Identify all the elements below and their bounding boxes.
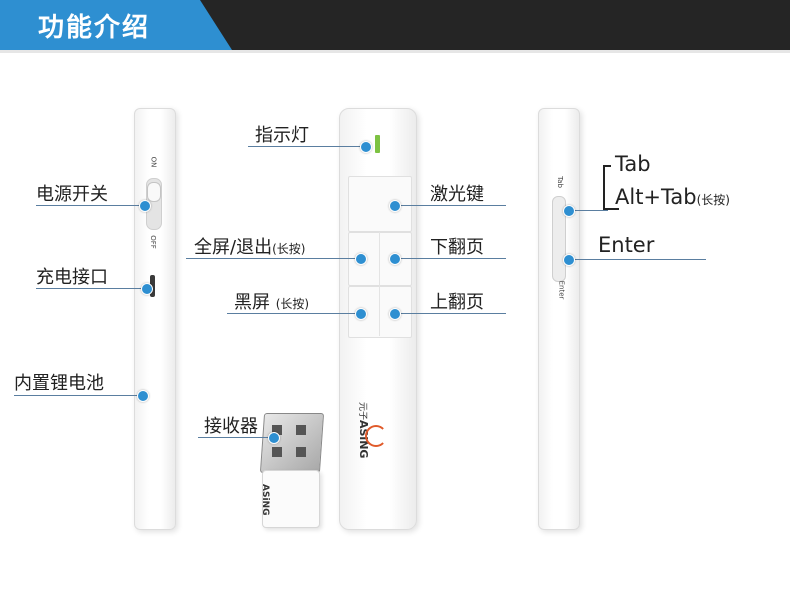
line-laser — [394, 205, 506, 206]
label-blackscreen-text: 黑屏 — [234, 292, 270, 313]
brand-logo-mark — [365, 425, 387, 447]
line-receiver — [198, 437, 274, 438]
side-view-right — [538, 108, 580, 530]
dot-indicator — [360, 141, 372, 153]
dot-page-up — [389, 308, 401, 320]
line-tab — [568, 210, 608, 211]
nav-keys-lower — [348, 286, 412, 338]
label-enter: Enter — [598, 233, 655, 257]
page-title: 功能介绍 — [38, 13, 151, 43]
key-divider — [379, 232, 380, 336]
side-enter-label: Enter — [557, 280, 566, 300]
dot-battery — [137, 390, 149, 402]
usb-receiver-body — [262, 470, 320, 528]
line-battery — [14, 395, 142, 396]
line-enter — [568, 259, 706, 260]
header-divider — [0, 50, 790, 53]
line-page-down — [394, 258, 506, 259]
header-accent — [0, 0, 232, 50]
line-indicator — [248, 146, 368, 147]
line-fullscreen — [186, 258, 366, 259]
bracket-tab-foot — [603, 208, 619, 210]
label-charge-port: 充电接口 — [36, 267, 108, 288]
side-view-left — [134, 108, 176, 530]
side-tab-label: Tab — [555, 176, 564, 188]
label-indicator: 指示灯 — [255, 125, 309, 146]
line-power-switch — [36, 205, 144, 206]
bracket-tab — [603, 165, 611, 210]
switch-off-label: OFF — [148, 235, 157, 249]
side-button-strip — [552, 196, 566, 282]
switch-on-label: ON — [149, 156, 158, 168]
label-alt-tab-text: Alt+Tab — [615, 185, 697, 209]
power-switch-knob — [147, 182, 161, 202]
usb-brand: ASiNG — [260, 484, 270, 516]
label-fullscreen-text: 全屏/退出 — [194, 237, 273, 258]
label-alt-tab: Alt+Tab(长按) — [615, 185, 730, 209]
label-page-up: 上翻页 — [430, 292, 484, 313]
brand-logo-cn: 元子 — [357, 402, 367, 421]
indicator-led — [375, 135, 380, 153]
dot-laser — [389, 200, 401, 212]
label-page-down: 下翻页 — [430, 237, 484, 258]
dot-blackscreen — [355, 308, 367, 320]
usb-plug-pin-1 — [272, 425, 282, 435]
nav-keys — [348, 232, 412, 286]
line-page-up — [394, 313, 506, 314]
laser-key — [348, 176, 412, 232]
dot-tab — [563, 205, 575, 217]
usb-plug-pin-4 — [296, 447, 306, 457]
usb-plug-pin-2 — [296, 425, 306, 435]
dot-fullscreen — [355, 253, 367, 265]
dot-receiver — [268, 432, 280, 444]
usb-plug-pin-3 — [272, 447, 282, 457]
line-charge-port — [36, 288, 146, 289]
label-blackscreen: 黑屏 (长按) — [234, 288, 309, 314]
label-laser: 激光键 — [430, 184, 484, 205]
label-receiver: 接收器 — [204, 416, 258, 437]
dot-enter — [563, 254, 575, 266]
label-power-switch: 电源开关 — [36, 184, 108, 205]
label-fullscreen: 全屏/退出(长按) — [194, 233, 305, 259]
dot-page-down — [389, 253, 401, 265]
label-tab: Tab — [615, 152, 651, 176]
label-fullscreen-hint: (长按) — [272, 242, 306, 256]
label-alt-tab-hint: (长按) — [696, 193, 730, 207]
label-blackscreen-hint: (长按) — [275, 297, 310, 311]
label-battery: 内置锂电池 — [14, 373, 104, 394]
line-blackscreen — [227, 313, 365, 314]
usb-receiver-plug — [259, 413, 325, 473]
dot-power-switch — [139, 200, 151, 212]
dot-charge-port — [141, 283, 153, 295]
